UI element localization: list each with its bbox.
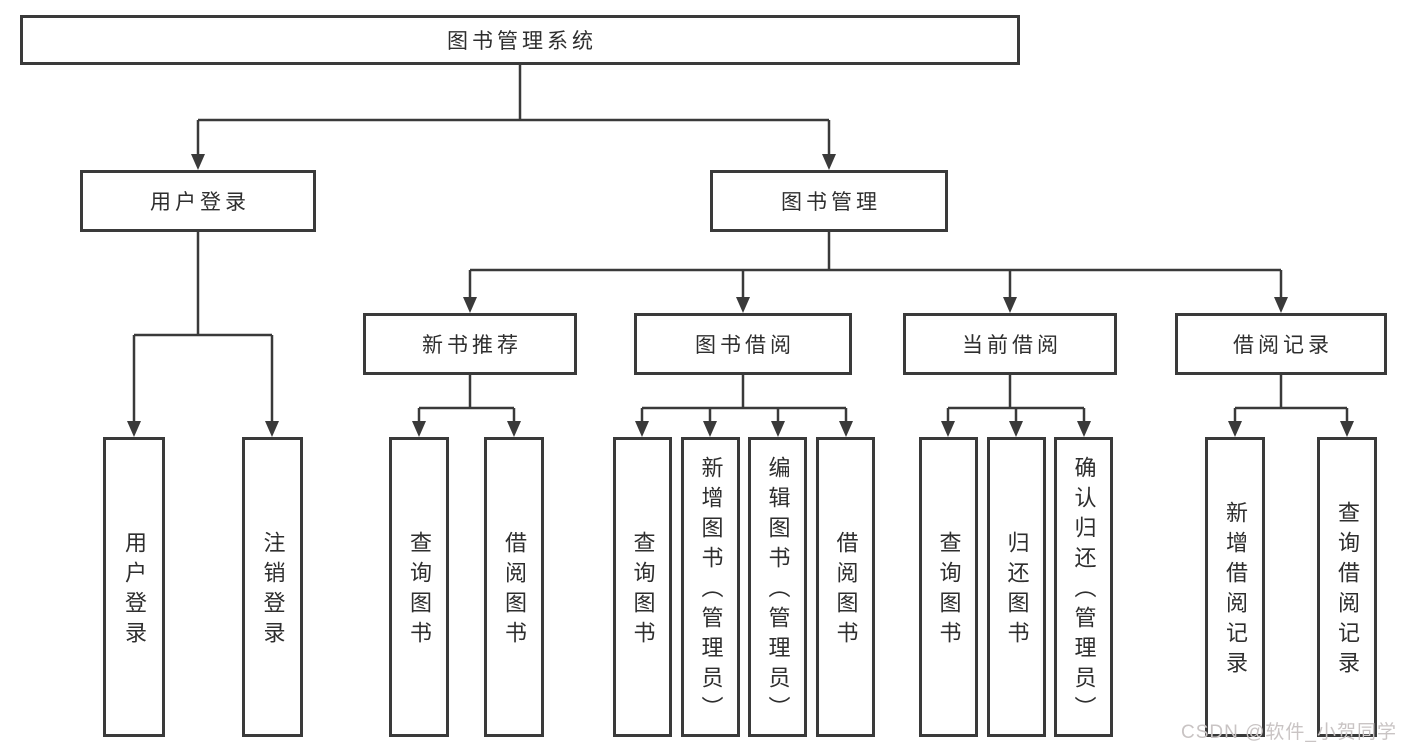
leaf-borrow-books-borrowing: 借阅图书: [816, 437, 875, 737]
leaf-user-login-label: 用户登录: [122, 531, 147, 651]
leaf-edit-books-admin: 编辑图书（管理员）: [748, 437, 807, 737]
node-new-book-recommendation: 新书推荐: [363, 313, 577, 375]
leaf-confirm-return-admin: 确认归还（管理员）: [1054, 437, 1113, 737]
node-book-management: 图书管理: [710, 170, 948, 232]
leaf-query-books-recommend: 查询图书: [389, 437, 449, 737]
leaf-query-books-current: 查询图书: [919, 437, 978, 737]
node-book-borrowing-label: 图书借阅: [695, 334, 795, 357]
leaf-return-books-label: 归还图书: [1004, 531, 1030, 651]
leaf-query-books-borrowing: 查询图书: [613, 437, 672, 737]
leaf-add-borrow-record: 新增借阅记录: [1205, 437, 1265, 737]
node-borrowing-records: 借阅记录: [1175, 313, 1387, 375]
leaf-logout-label: 注销登录: [260, 531, 286, 651]
leaf-borrow-books-recommend-label: 借阅图书: [502, 531, 527, 651]
leaf-query-books-borrowing-label: 查询图书: [630, 531, 656, 651]
node-borrowing-records-label: 借阅记录: [1233, 334, 1333, 357]
node-user-login: 用户登录: [80, 170, 316, 232]
leaf-add-books-admin-label: 新增图书（管理员）: [698, 456, 724, 726]
leaf-query-books-recommend-label: 查询图书: [407, 531, 432, 651]
leaf-add-books-admin: 新增图书（管理员）: [681, 437, 740, 737]
node-library-system: 图书管理系统: [20, 15, 1020, 65]
leaf-query-borrow-record-label: 查询借阅记录: [1335, 501, 1360, 681]
leaf-return-books: 归还图书: [987, 437, 1046, 737]
leaf-borrow-books-recommend: 借阅图书: [484, 437, 544, 737]
leaf-user-login: 用户登录: [103, 437, 165, 737]
leaf-add-borrow-record-label: 新增借阅记录: [1223, 501, 1248, 681]
node-current-borrowing-label: 当前借阅: [962, 334, 1062, 357]
leaf-query-books-current-label: 查询图书: [936, 531, 962, 651]
leaf-query-borrow-record: 查询借阅记录: [1317, 437, 1377, 737]
node-book-borrowing: 图书借阅: [634, 313, 852, 375]
node-user-login-label: 用户登录: [150, 191, 250, 214]
leaf-borrow-books-borrowing-label: 借阅图书: [833, 531, 859, 651]
leaf-edit-books-admin-label: 编辑图书（管理员）: [765, 456, 791, 726]
node-library-system-label: 图书管理系统: [447, 30, 597, 53]
node-new-book-recommendation-label: 新书推荐: [422, 334, 522, 357]
node-current-borrowing: 当前借阅: [903, 313, 1117, 375]
leaf-confirm-return-admin-label: 确认归还（管理员）: [1071, 456, 1097, 726]
node-book-management-label: 图书管理: [781, 191, 881, 214]
csdn-watermark: CSDN @软件_小贺同学: [1181, 722, 1397, 743]
leaf-logout: 注销登录: [242, 437, 303, 737]
